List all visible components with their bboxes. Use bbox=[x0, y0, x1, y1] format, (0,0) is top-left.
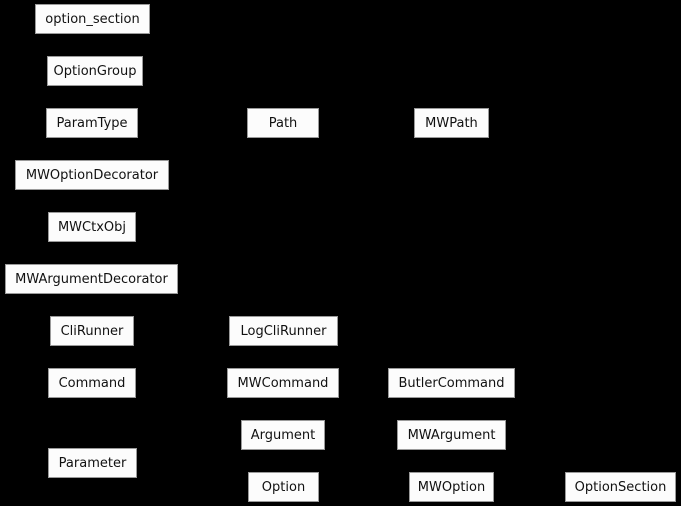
class-node[interactable]: option_section bbox=[35, 4, 150, 34]
class-node[interactable]: MWArgumentDecorator bbox=[5, 264, 178, 294]
class-node[interactable]: MWArgument bbox=[397, 420, 506, 450]
class-node[interactable]: ButlerCommand bbox=[388, 368, 515, 398]
class-node[interactable]: Argument bbox=[241, 420, 325, 450]
class-node[interactable]: MWPath bbox=[414, 108, 489, 138]
class-node[interactable]: LogCliRunner bbox=[229, 316, 338, 346]
class-node[interactable]: Path bbox=[247, 108, 319, 138]
class-node[interactable]: ParamType bbox=[46, 108, 138, 138]
class-node[interactable]: MWCtxObj bbox=[48, 212, 136, 242]
class-node[interactable]: OptionGroup bbox=[47, 56, 143, 86]
class-node[interactable]: OptionSection bbox=[565, 472, 676, 502]
class-node[interactable]: Option bbox=[248, 472, 319, 502]
class-node[interactable]: MWCommand bbox=[227, 368, 339, 398]
class-node[interactable]: Parameter bbox=[48, 448, 137, 478]
class-node[interactable]: CliRunner bbox=[50, 316, 134, 346]
class-node[interactable]: MWOptionDecorator bbox=[15, 160, 169, 190]
class-node[interactable]: Command bbox=[48, 368, 136, 398]
class-node[interactable]: MWOption bbox=[409, 472, 494, 502]
